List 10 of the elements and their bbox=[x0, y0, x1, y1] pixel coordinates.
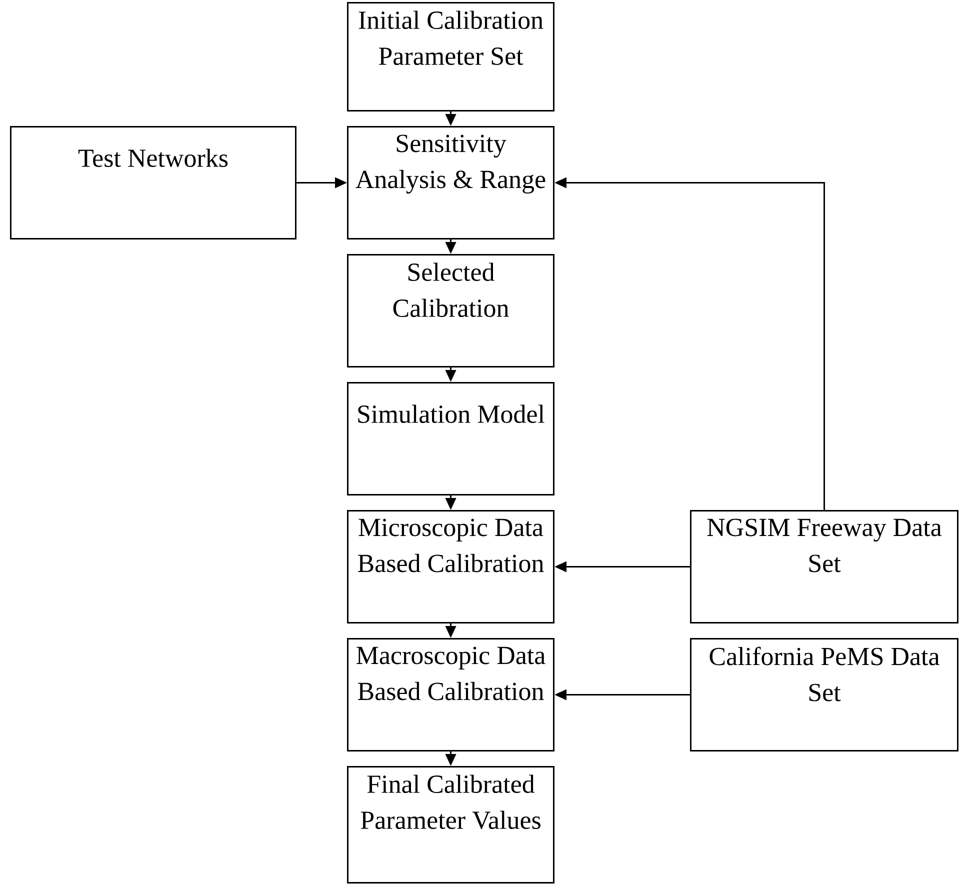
process-box: Simulation Model bbox=[347, 382, 554, 496]
process-box: Selected Calibration bbox=[347, 254, 554, 368]
process-box: Microscopic Data Based Calibration bbox=[347, 510, 554, 624]
process-box: Macroscopic Data Based Calibration bbox=[347, 638, 554, 752]
process-box: NGSIM Freeway Data Set bbox=[690, 510, 958, 624]
process-box: Initial Calibration Parameter Set bbox=[347, 2, 554, 112]
process-box: Test Networks bbox=[10, 126, 296, 240]
process-box: Sensitivity Analysis & Range bbox=[347, 126, 554, 240]
process-box: Final Calibrated Parameter Values bbox=[347, 766, 554, 884]
process-box: California PeMS Data Set bbox=[690, 638, 958, 752]
